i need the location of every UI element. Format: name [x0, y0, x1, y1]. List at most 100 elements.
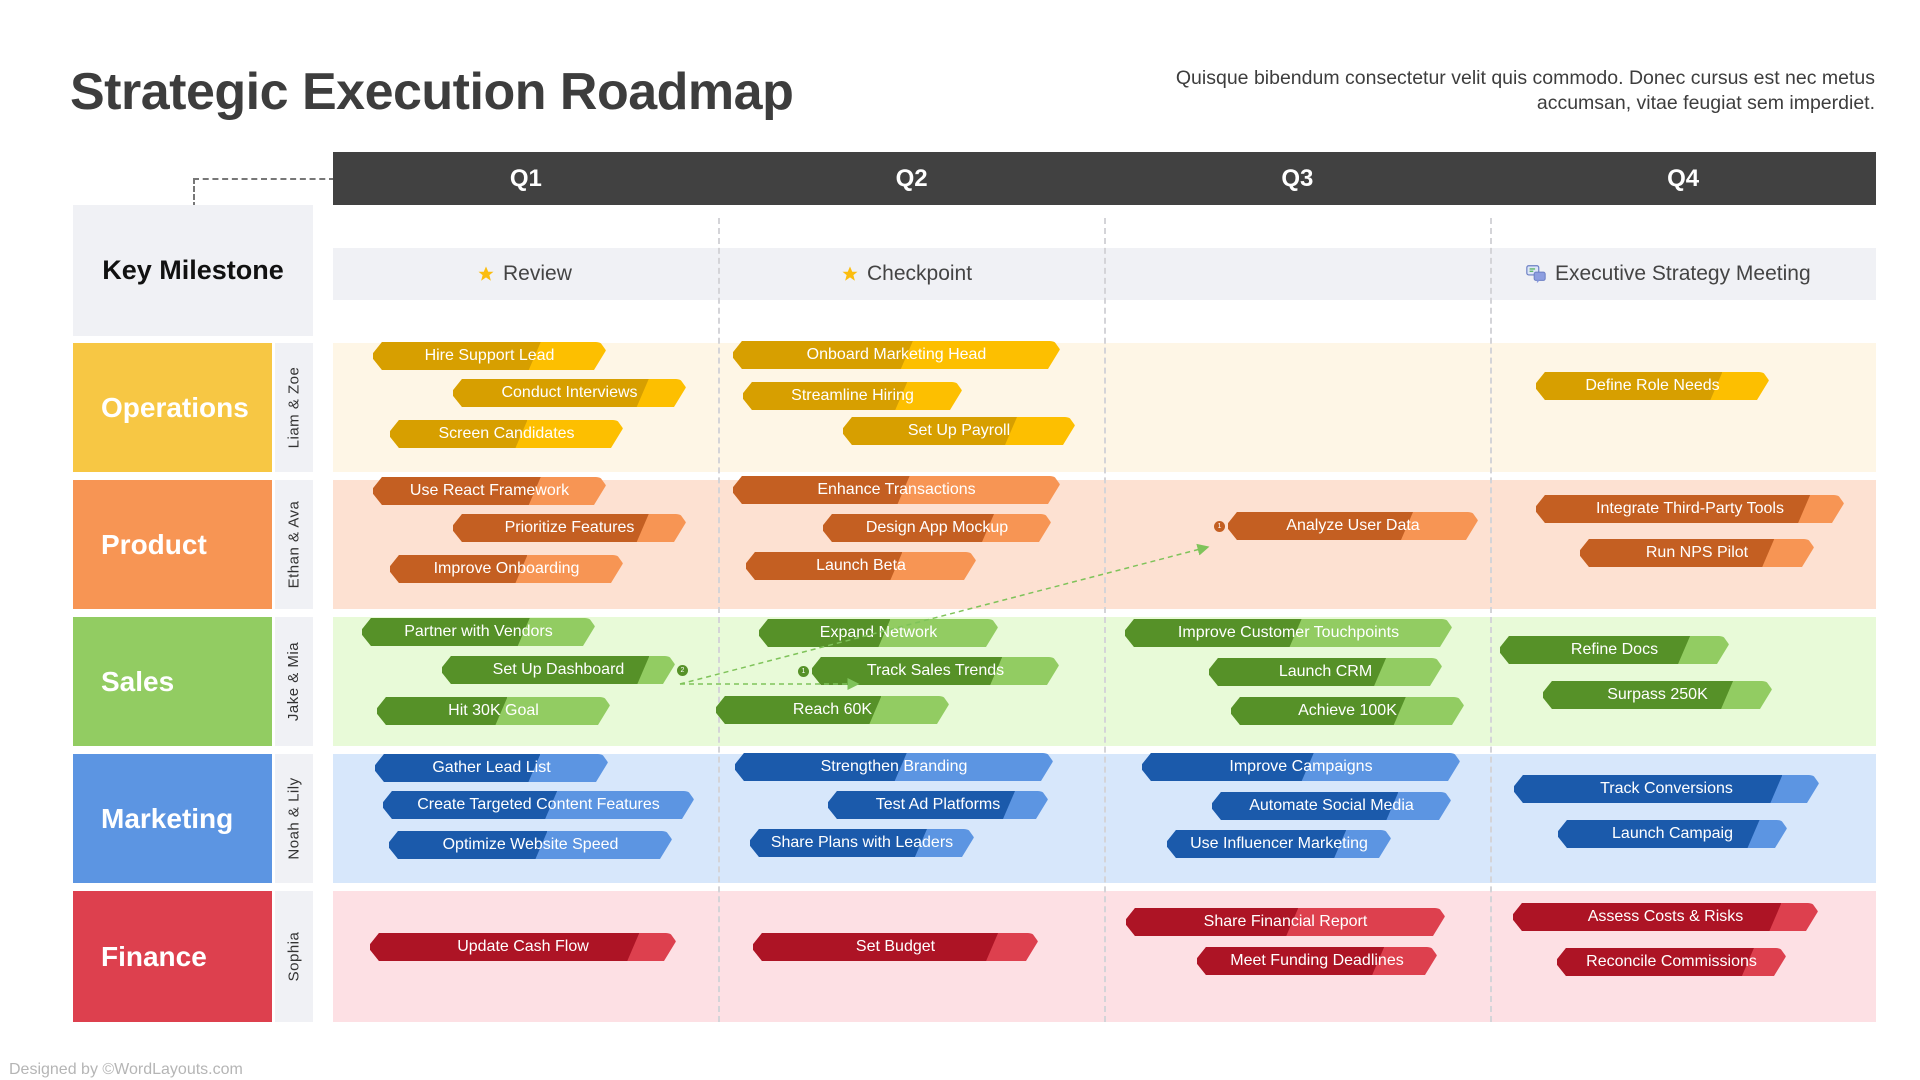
row-label-operations: Operations: [73, 343, 272, 472]
task-bar[interactable]: Strengthen Branding: [735, 753, 1053, 781]
task-bar[interactable]: Expand Network: [759, 619, 998, 647]
row-label-product: Product: [73, 480, 272, 609]
page-title: Strategic Execution Roadmap: [70, 63, 794, 121]
task-bar[interactable]: Update Cash Flow: [370, 933, 676, 961]
task-progress: [735, 753, 907, 781]
task-bar[interactable]: Hit 30K Goal: [377, 697, 610, 725]
task-label: Test Ad Platforms: [875, 796, 1001, 813]
task-label: Improve Onboarding: [433, 560, 580, 577]
task-label: Expand Network: [819, 624, 938, 641]
task-progress: [1558, 820, 1760, 848]
task-bar[interactable]: Streamline Hiring: [743, 382, 962, 410]
task-bar[interactable]: Hire Support Lead: [373, 342, 606, 370]
task-bar[interactable]: Surpass 250K: [1543, 681, 1772, 709]
task-progress: [373, 477, 541, 505]
task-bar[interactable]: Create Targeted Content Features: [383, 791, 694, 819]
task-progress: [383, 791, 557, 819]
task-bar[interactable]: Set Budget: [753, 933, 1038, 961]
task-progress: [1197, 947, 1384, 975]
task-bar[interactable]: Share Plans with Leaders: [750, 829, 974, 857]
task-bar[interactable]: Use React Framework: [373, 477, 606, 505]
task-label: Optimize Website Speed: [442, 836, 619, 853]
dependency-badge: 1: [798, 666, 809, 677]
task-bar[interactable]: Reach 60K: [716, 696, 949, 724]
task-label: Conduct Interviews: [501, 384, 638, 401]
task-bar[interactable]: Improve Campaigns: [1142, 753, 1460, 781]
task-label: Integrate Third-Party Tools: [1596, 500, 1784, 517]
task-bar[interactable]: Partner with Vendors: [362, 618, 595, 646]
task-label: Analyze User Data: [1286, 517, 1420, 534]
task-bar[interactable]: Optimize Website Speed: [389, 831, 672, 859]
quarter-q1: Q1: [509, 164, 542, 192]
task-progress: [753, 933, 998, 961]
quarter-header: Q1 Q2 Q3 Q4: [333, 152, 1876, 205]
dependency-badge: 2: [677, 665, 688, 676]
row-label-marketing: Marketing: [73, 754, 272, 883]
task-bar[interactable]: Track Conversions: [1514, 775, 1819, 803]
task-label: Achieve 100K: [1298, 702, 1397, 719]
quarter-divider: [1104, 218, 1106, 1022]
task-bar[interactable]: Analyze User Data: [1228, 512, 1478, 540]
task-label: Enhance Transactions: [817, 481, 976, 498]
task-progress: [362, 618, 530, 646]
task-label: Automate Social Media: [1249, 797, 1414, 814]
milestone-executive-strategy-meeting[interactable]: Executive Strategy Meeting: [1525, 248, 1811, 300]
task-label: Use Influencer Marketing: [1190, 835, 1368, 852]
row-label-finance: Finance: [73, 891, 272, 1022]
owner-name: Sophia: [285, 931, 303, 982]
task-label: Reach 60K: [792, 701, 873, 718]
task-label: Design App Mockup: [865, 519, 1009, 536]
quarter-q2: Q2: [895, 164, 928, 192]
task-progress: [389, 831, 547, 859]
task-progress: [1557, 948, 1754, 976]
task-bar[interactable]: Define Role Needs: [1536, 372, 1769, 400]
task-bar[interactable]: Use Influencer Marketing: [1167, 830, 1391, 858]
task-progress: [1212, 792, 1398, 820]
task-bar[interactable]: Improve Customer Touchpoints: [1125, 619, 1452, 647]
task-label: Launch Beta: [816, 557, 906, 574]
task-bar[interactable]: Launch Beta: [746, 552, 976, 580]
milestone-checkpoint[interactable]: Checkpoint: [841, 248, 972, 300]
task-bar[interactable]: Track Sales Trends: [812, 657, 1059, 685]
task-progress: [1536, 372, 1722, 400]
task-bar[interactable]: Launch Campaig: [1558, 820, 1787, 848]
task-bar[interactable]: Launch CRM: [1209, 658, 1442, 686]
task-bar[interactable]: Set Up Payroll: [843, 417, 1075, 445]
task-bar[interactable]: Design App Mockup: [823, 514, 1051, 542]
task-bar[interactable]: Automate Social Media: [1212, 792, 1451, 820]
task-bar[interactable]: Share Financial Report: [1126, 908, 1445, 936]
task-label: Set Up Dashboard: [492, 661, 625, 678]
task-bar[interactable]: Test Ad Platforms: [828, 791, 1048, 819]
milestone-connector: [193, 178, 335, 208]
task-bar[interactable]: Screen Candidates: [390, 420, 623, 448]
task-progress: [733, 341, 913, 369]
task-bar[interactable]: Achieve 100K: [1231, 697, 1464, 725]
task-bar[interactable]: Enhance Transactions: [733, 476, 1060, 504]
task-label: Surpass 250K: [1607, 686, 1708, 703]
task-bar[interactable]: Integrate Third-Party Tools: [1536, 495, 1844, 523]
task-label: Refine Docs: [1570, 641, 1659, 658]
task-progress: [375, 754, 540, 782]
task-label: Onboard Marketing Head: [806, 346, 987, 363]
task-bar[interactable]: Meet Funding Deadlines: [1197, 947, 1437, 975]
task-label: Meet Funding Deadlines: [1230, 952, 1404, 969]
task-progress: [828, 791, 1015, 819]
milestone-review[interactable]: Review: [477, 248, 572, 300]
task-bar[interactable]: Conduct Interviews: [453, 379, 686, 407]
task-bar[interactable]: Improve Onboarding: [390, 555, 623, 583]
task-bar[interactable]: Prioritize Features: [453, 514, 686, 542]
task-progress: [1228, 512, 1413, 540]
task-bar[interactable]: Assess Costs & Risks: [1513, 903, 1818, 931]
task-bar[interactable]: Set Up Dashboard: [442, 656, 675, 684]
task-bar[interactable]: Run NPS Pilot: [1580, 539, 1814, 567]
task-label: Improve Campaigns: [1229, 758, 1373, 775]
task-bar[interactable]: Reconcile Commissions: [1557, 948, 1786, 976]
task-label: Update Cash Flow: [457, 938, 589, 955]
task-progress: [1126, 908, 1298, 936]
task-label: Streamline Hiring: [791, 387, 914, 404]
task-progress: [390, 420, 527, 448]
task-bar[interactable]: Refine Docs: [1500, 636, 1729, 664]
task-bar[interactable]: Onboard Marketing Head: [733, 341, 1060, 369]
row-owner: Noah & Lily: [275, 754, 313, 883]
task-bar[interactable]: Gather Lead List: [375, 754, 608, 782]
